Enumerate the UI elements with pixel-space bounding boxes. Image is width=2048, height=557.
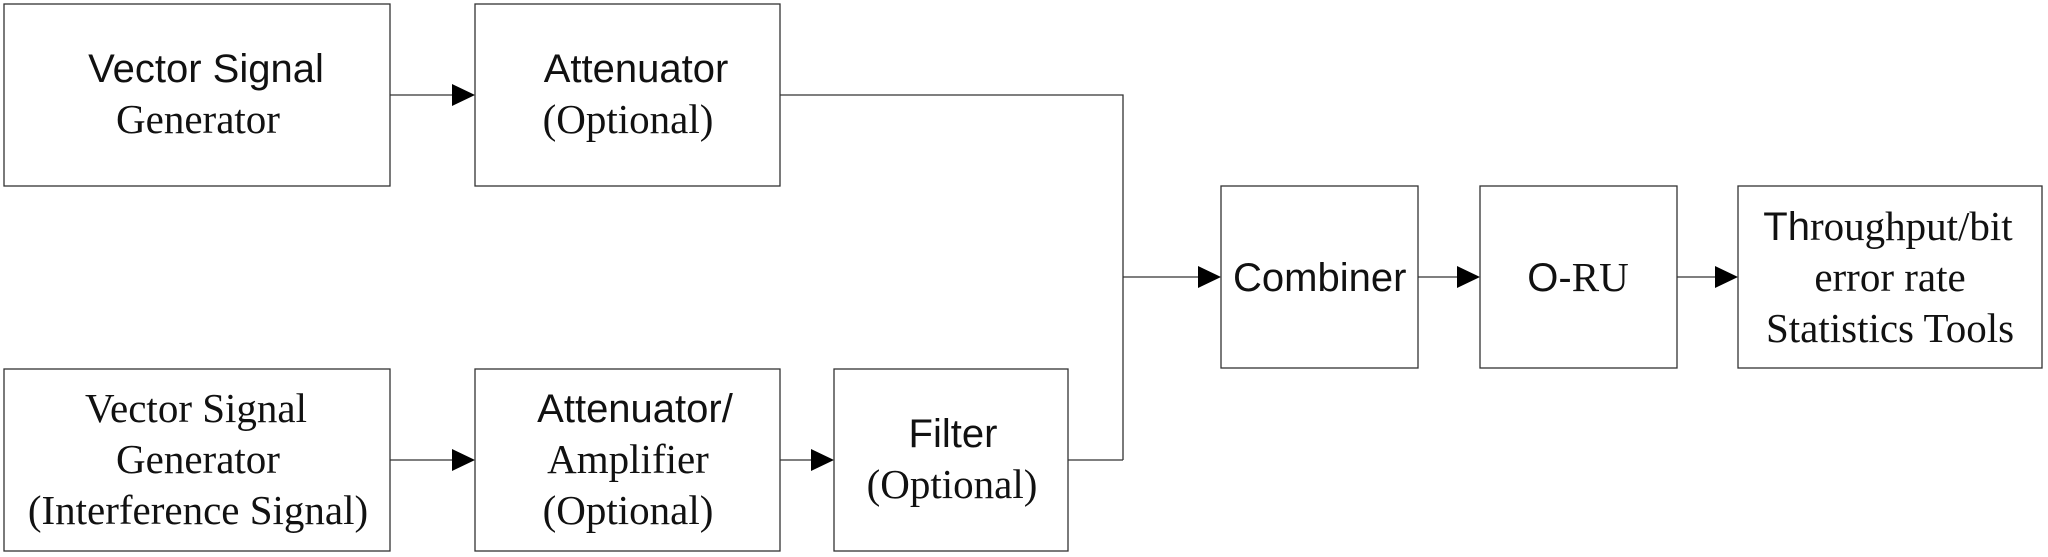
combiner-label: Combiner <box>1233 256 1406 300</box>
filter-label-line1: Filter <box>909 412 998 456</box>
attenuator-label-line1: Attenuator <box>544 47 729 91</box>
vsgi-label-line1: Vector Signal <box>85 385 307 431</box>
filter-block: Filter (Optional) <box>833 368 1069 552</box>
attenuator-amplifier-block: Attenuator/ Amplifier (Optional) <box>474 368 781 552</box>
arrowhead-junction-to-combiner <box>1198 266 1221 288</box>
filter-box <box>833 368 1069 552</box>
vsg-label-line2: Generator <box>116 96 280 142</box>
combiner-box <box>1220 185 1419 369</box>
stats-label-line1-rest: roughput/bit <box>1810 203 2013 249</box>
stats-label-line1: Throughput/bit <box>1763 203 2013 249</box>
stats-label-line2: error rate <box>1814 254 1965 300</box>
vsgi-label-line2: Generator <box>116 436 280 482</box>
arrowhead-combiner-to-oru <box>1457 266 1480 288</box>
connectors <box>390 84 1738 471</box>
combiner-block: Combiner <box>1220 185 1419 369</box>
stats-label-prefix: Th <box>1763 205 1810 249</box>
wire-attenuator-to-junction <box>780 94 1124 460</box>
oru-box <box>1479 185 1678 369</box>
interference-generator-block: Vector Signal Generator (Interference Si… <box>3 368 391 552</box>
filter-label-line2: (Optional) <box>867 461 1038 507</box>
statistics-tools-box <box>1737 185 2043 369</box>
interference-generator-box <box>3 368 391 552</box>
vsg-label-line1: Vector Signal <box>88 47 324 91</box>
statistics-tools-block: Throughput/bit error rate Statistics Too… <box>1737 185 2043 369</box>
oru-label-suffix: RU <box>1572 254 1629 300</box>
arrowhead-vsg-to-attenuator <box>452 84 475 106</box>
stats-label-line3: Statistics Tools <box>1766 305 2014 351</box>
vsgi-label-line3: (Interference Signal) <box>28 487 368 533</box>
attenuator-amplifier-box <box>474 368 781 552</box>
arrowhead-attenuator-amplifier-to-filter <box>811 449 834 471</box>
vector-signal-generator-box <box>3 3 391 187</box>
oru-block: O-RU <box>1479 185 1678 369</box>
attenuator-label-line2: (Optional) <box>543 96 714 142</box>
vector-signal-generator-block: Vector Signal Generator <box>3 3 391 187</box>
oru-label: O-RU <box>1527 254 1628 300</box>
attenuator-amplifier-label-line1: Attenuator/ <box>537 387 734 431</box>
arrowhead-oru-to-stats <box>1715 266 1738 288</box>
attenuator-box <box>474 3 781 187</box>
attenuator-amplifier-label-line3: (Optional) <box>543 487 714 533</box>
attenuator-block: Attenuator (Optional) <box>474 3 781 187</box>
attenuator-amplifier-label-line2: Amplifier <box>547 436 709 482</box>
arrowhead-vsgi-to-attenuator-amplifier <box>452 449 475 471</box>
oru-label-prefix: O- <box>1527 256 1571 300</box>
